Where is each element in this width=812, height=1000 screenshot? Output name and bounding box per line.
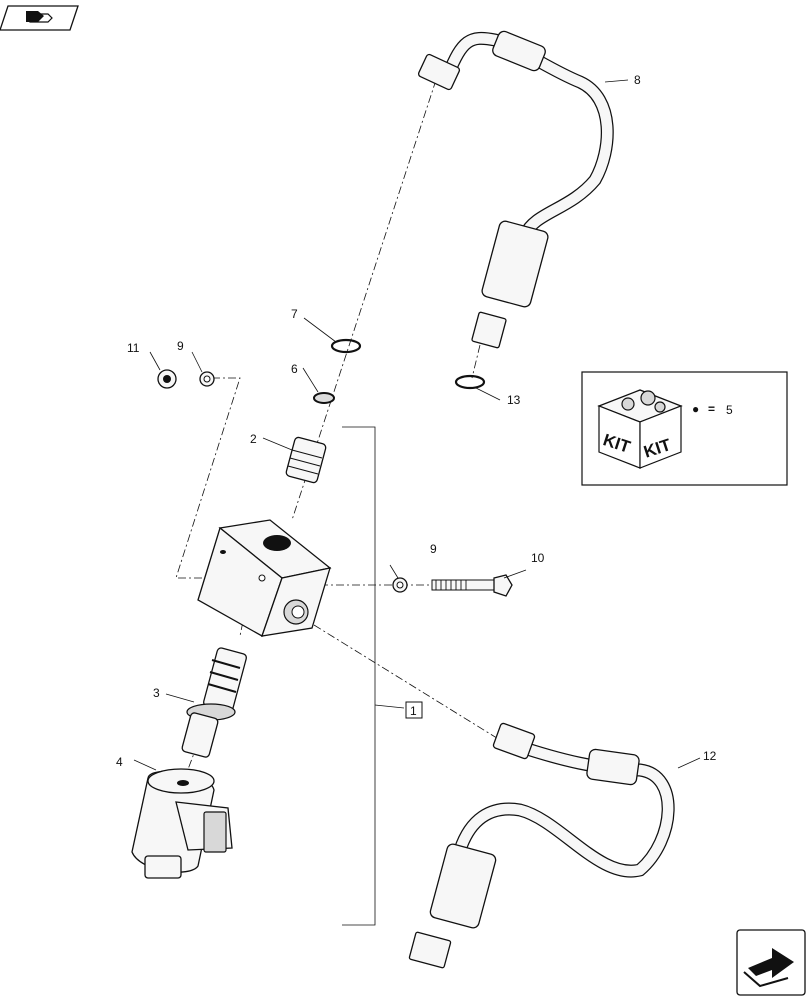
o-rings xyxy=(313,338,486,404)
callout-labels: 8 7 11 9 6 13 2 9 10 3 4 12 1 xyxy=(116,73,717,769)
bolt-10 xyxy=(431,574,513,597)
callout-9-right: 9 xyxy=(430,542,437,556)
item-1-bracket xyxy=(342,426,405,926)
leader-lines xyxy=(133,79,701,771)
callout-1-box xyxy=(405,701,423,719)
next-page-arrow-icon[interactable] xyxy=(736,929,806,996)
fitting-2 xyxy=(285,436,327,484)
callout-2: 2 xyxy=(250,432,257,446)
callout-3: 3 xyxy=(153,686,160,700)
callout-6: 6 xyxy=(291,362,298,376)
small-hardware xyxy=(157,369,408,593)
callout-13: 13 xyxy=(507,393,521,407)
callout-4: 4 xyxy=(116,755,123,769)
kit-legend-dot: ● xyxy=(692,402,699,416)
kit-legend-value: 5 xyxy=(726,403,733,417)
callout-10: 10 xyxy=(531,551,545,565)
callout-12: 12 xyxy=(703,749,717,763)
callout-9-upper: 9 xyxy=(177,339,184,353)
callout-1: 1 xyxy=(410,704,417,718)
kit-legend: KIT KIT ● = 5 xyxy=(581,371,788,486)
cartridge-valve-3 xyxy=(181,647,248,758)
o-ring-13 xyxy=(454,374,486,390)
callout-8: 8 xyxy=(634,73,641,87)
callout-11: 11 xyxy=(127,341,140,355)
tube-assembly-8 xyxy=(417,30,614,349)
previous-page-arrow-icon[interactable] xyxy=(0,5,79,31)
valve-block xyxy=(197,519,332,637)
seal-6 xyxy=(313,392,335,404)
kit-legend-equals: = xyxy=(708,402,715,416)
tube-assembly-12 xyxy=(408,722,675,969)
callout-7: 7 xyxy=(291,307,298,321)
solenoid-coil-4 xyxy=(131,768,233,879)
o-ring-7 xyxy=(330,338,362,354)
